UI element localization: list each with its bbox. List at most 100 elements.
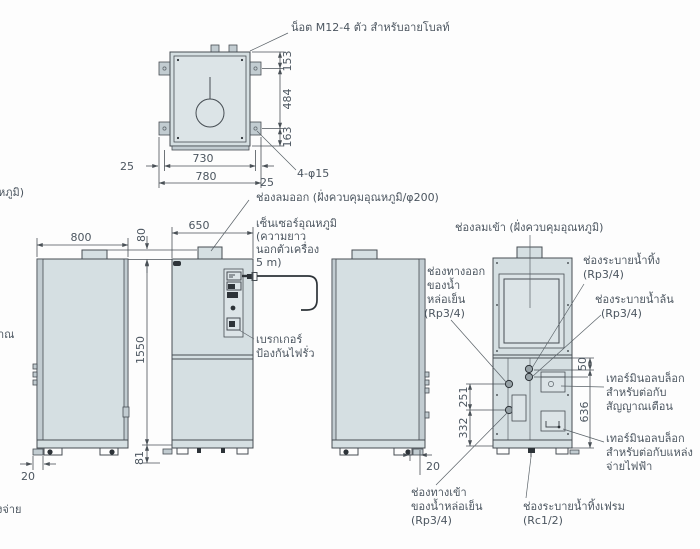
air-inlet-label: ช่องลมเข้า (ฝั่งควบคุมอุณหภูมิ)	[455, 219, 603, 234]
right-side-view	[331, 249, 430, 456]
rear-left-dim-chain: 251 332	[457, 383, 505, 447]
panel-button	[230, 305, 236, 311]
alarm-terminal-label-3: สัญญาณเตือน	[606, 400, 673, 413]
rear-view-callouts: ช่องลมเข้า (ฝั่งควบคุมอุณหภูมิ) ช่องทางอ…	[411, 219, 693, 527]
water-inlet-port	[504, 405, 514, 415]
duct-stub	[351, 249, 378, 260]
dim-1550: 1550	[134, 336, 147, 364]
eyebolt-nut	[210, 44, 220, 53]
front-width-dim: 650	[171, 219, 254, 258]
eyebolt-nut	[228, 44, 238, 53]
mount-tab	[158, 121, 171, 136]
water-outlet-port	[504, 379, 514, 389]
caster	[343, 449, 349, 455]
frame-drain-fitting	[528, 448, 535, 453]
dim-780: 780	[196, 170, 217, 183]
power-terminal-label-2: สำหรับต่อกับแหล่ง	[606, 446, 693, 459]
inlet-window-inner	[503, 278, 560, 344]
height-dim-chain: 80 1550 81	[107, 228, 197, 465]
display	[226, 281, 242, 291]
dim-251: 251	[457, 387, 470, 408]
dim-484: 484	[281, 89, 294, 110]
top-view-depth-dims: 153 484 163	[252, 51, 294, 148]
water-outlet-label-1: ช่องทางออก	[427, 265, 485, 278]
alarm-terminal-block	[540, 371, 566, 393]
dim-50: 50	[576, 357, 589, 371]
left-side-body	[36, 258, 129, 441]
dim-25-left: 25	[120, 160, 134, 173]
top-view-width-dims: 25 730 780 25	[120, 137, 274, 189]
air-inlet-duct	[516, 246, 543, 259]
mount-tab	[158, 61, 171, 76]
breaker-label-line2: ป้องกันไฟรั่ว	[256, 345, 315, 360]
dim-636: 636	[578, 402, 591, 423]
clipped-text-top: หภูมิ)	[0, 186, 24, 199]
dim-81: 81	[133, 451, 146, 465]
sensor-label-line1: เซ็นเซอร์อุณหภูมิ	[256, 216, 337, 230]
clipped-edge-text: หภูมิ) าณ งจ่าย	[0, 186, 24, 516]
sensor-label-line2: (ความยาว	[256, 230, 306, 243]
dim-80: 80	[135, 228, 148, 242]
control-panel	[223, 268, 244, 338]
drain-label-1: ช่องระบายน้ำทิ้ง	[583, 252, 660, 267]
sensor-grommet	[173, 261, 181, 266]
dim-800: 800	[71, 231, 92, 244]
frame-drain-label-2: (Rc1/2)	[523, 514, 563, 527]
breaker-label-line1: เบรกเกอร์	[256, 333, 302, 346]
water-inlet-label-3: (Rp3/4)	[411, 514, 452, 527]
overflow-label-2: (Rp3/4)	[601, 307, 642, 320]
breaker	[226, 317, 241, 331]
temperature-sensor-cable	[242, 272, 318, 311]
water-inlet-label-1: ช่องทางเข้า	[411, 486, 467, 499]
dim-20-left: 20	[21, 470, 35, 483]
duct-hole	[195, 98, 225, 128]
holes-note-label: 4-φ15	[297, 167, 329, 180]
air-outlet-label: ช่องลมออก (ฝั่งควบคุมอุณหภูมิ/φ200)	[256, 189, 439, 204]
sensor-cable	[257, 275, 318, 311]
drain-port	[524, 364, 534, 374]
left-side-width-dim: 800	[36, 231, 129, 257]
clipped-text-middle: าณ	[0, 328, 14, 341]
dim-153: 153	[281, 51, 294, 72]
right-foot-offset-dim: 20	[398, 450, 440, 475]
power-terminal-block	[540, 410, 566, 432]
power-terminal-label-3: จ่ายไฟฟ้า	[606, 460, 652, 473]
dim-730: 730	[193, 152, 214, 165]
top-view-callouts: น็อต M12-4 ตัว สำหรับอายโบลท์ 4-φ15	[249, 20, 450, 180]
caster	[109, 449, 115, 455]
dim-163: 163	[281, 127, 294, 148]
dim-650: 650	[189, 219, 210, 232]
front-view-callouts: ช่องลมออก (ฝั่งควบคุมอุณหภูมิ/φ200) เซ็น…	[210, 189, 439, 360]
caster	[47, 449, 53, 455]
top-view	[158, 44, 262, 151]
overflow-port	[524, 372, 534, 382]
sensor-label-line4: 5 m)	[256, 256, 282, 269]
right-side-body	[331, 258, 426, 441]
mount-tab	[249, 61, 262, 76]
eyebolt-note-label: น็อต M12-4 ตัว สำหรับอายโบลท์	[291, 20, 450, 34]
overflow-label-1: ช่องระบายน้ำล้น	[595, 291, 674, 306]
dim-332: 332	[457, 418, 470, 439]
water-outlet-label-3: หล่อเย็น	[427, 292, 466, 306]
inlet-window-outer	[498, 273, 565, 349]
air-outlet-duct	[197, 246, 223, 260]
alarm-terminal-label-2: สำหรับต่อกับ	[606, 386, 666, 399]
power-terminal-label-1: เทอร์มินอลบล็อก	[606, 431, 685, 445]
water-inlet-label-2: ของน้ำหล่อเย็น	[411, 498, 483, 513]
drain-label-2: (Rp3/4)	[583, 268, 624, 281]
frame-drain-label-1: ช่องระบายน้ำทิ้งเฟรม	[523, 498, 625, 513]
rear-view	[492, 246, 580, 457]
water-outlet-label-4: (Rp3/4)	[424, 307, 465, 320]
water-outlet-label-2: ของน้ำ	[427, 277, 460, 292]
front-view	[162, 246, 318, 455]
duct-stub	[81, 249, 108, 260]
alarm-terminal-label-1: เทอร์มินอลบล็อก	[606, 371, 685, 385]
dim-20-right: 20	[426, 460, 440, 473]
dim-25-right: 25	[260, 176, 274, 189]
left-foot-offset-dim: 20	[20, 456, 56, 483]
rear-right-dim-chain: 50 636	[534, 357, 594, 449]
clipped-text-bottom: งจ่าย	[0, 503, 21, 516]
sensor-label-line3: นอกตัวเครื่อง	[256, 241, 319, 256]
